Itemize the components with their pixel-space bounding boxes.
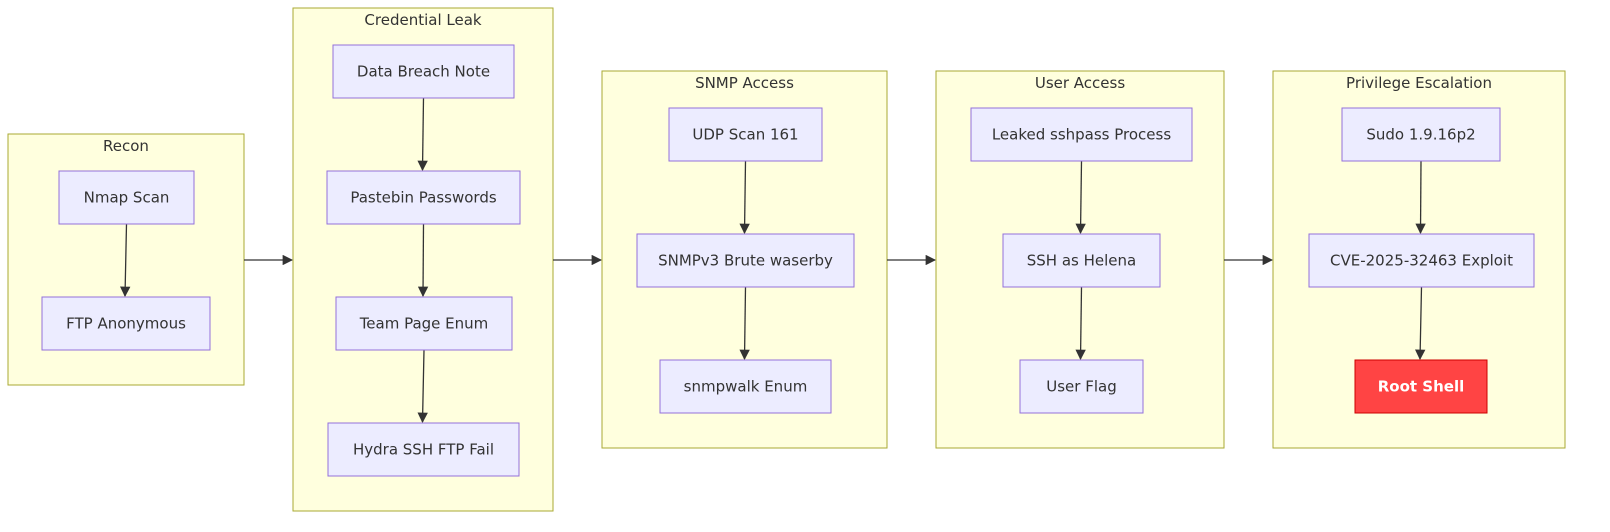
node-udp[interactable]: UDP Scan 161	[668, 107, 823, 162]
node-box	[1354, 359, 1488, 414]
node-hydra[interactable]: Hydra SSH FTP Fail	[327, 422, 520, 477]
node-label: CVE-2025-32463 Exploit	[1330, 252, 1513, 270]
node-label: Hydra SSH FTP Fail	[353, 441, 494, 459]
node-label: FTP Anonymous	[66, 315, 186, 333]
node-box	[335, 296, 513, 351]
node-box	[326, 170, 521, 225]
node-label: Data Breach Note	[357, 63, 490, 81]
edge-cve-to-root	[1414, 286, 1426, 361]
node-ftp[interactable]: FTP Anonymous	[41, 296, 211, 351]
node-breach[interactable]: Data Breach Note	[332, 44, 515, 99]
cluster-label: Credential Leak	[364, 11, 481, 29]
node-label: SSH as Helena	[1027, 252, 1136, 270]
node-box	[970, 107, 1193, 162]
node-helena[interactable]: SSH as Helena	[1002, 233, 1161, 288]
cluster-label: SNMP Access	[695, 74, 794, 92]
node-box	[58, 170, 195, 225]
node-box	[659, 359, 832, 414]
cluster-label: Privilege Escalation	[1346, 74, 1492, 92]
node-label: User Flag	[1046, 378, 1116, 396]
node-box	[332, 44, 515, 99]
node-brute[interactable]: SNMPv3 Brute waserby	[636, 233, 855, 288]
node-label: Team Page Enum	[359, 315, 489, 333]
node-box	[327, 422, 520, 477]
edge-breach-to-pastebin	[417, 97, 428, 172]
node-sudo[interactable]: Sudo 1.9.16p2	[1341, 107, 1501, 162]
node-label: UDP Scan 161	[692, 126, 798, 144]
node-cve[interactable]: CVE-2025-32463 Exploit	[1308, 233, 1535, 288]
node-walk[interactable]: snmpwalk Enum	[659, 359, 832, 414]
node-label: Leaked sshpass Process	[992, 126, 1172, 144]
node-box	[1019, 359, 1144, 414]
node-box	[636, 233, 855, 288]
edge-brute-to-walk	[739, 286, 750, 361]
node-box	[1341, 107, 1501, 162]
node-box	[1002, 233, 1161, 288]
node-label: Sudo 1.9.16p2	[1366, 126, 1475, 144]
node-box	[1308, 233, 1535, 288]
node-root[interactable]: Root Shell	[1354, 359, 1488, 414]
edge-helena-to-userflag	[1075, 286, 1086, 361]
node-box	[41, 296, 211, 351]
cluster-label: User Access	[1035, 74, 1125, 92]
edge-sshpass-to-helena	[1075, 160, 1086, 235]
node-label: snmpwalk Enum	[684, 378, 808, 396]
node-sshpass[interactable]: Leaked sshpass Process	[970, 107, 1193, 162]
edge-pastebin-to-team	[417, 223, 429, 298]
node-label: Nmap Scan	[84, 189, 170, 207]
node-label: Root Shell	[1378, 378, 1465, 396]
node-userflag[interactable]: User Flag	[1019, 359, 1144, 414]
edge-nmap-to-ftp	[119, 223, 131, 298]
node-label: SNMPv3 Brute waserby	[658, 252, 833, 270]
edge-team-to-hydra	[417, 349, 428, 424]
node-pastebin[interactable]: Pastebin Passwords	[326, 170, 521, 225]
edge-sudo-to-cve	[1415, 160, 1426, 235]
cluster-label: Recon	[103, 137, 149, 155]
node-team[interactable]: Team Page Enum	[335, 296, 513, 351]
edge-udp-to-brute	[739, 160, 750, 235]
node-box	[668, 107, 823, 162]
node-nmap[interactable]: Nmap Scan	[58, 170, 195, 225]
node-label: Pastebin Passwords	[350, 189, 497, 207]
